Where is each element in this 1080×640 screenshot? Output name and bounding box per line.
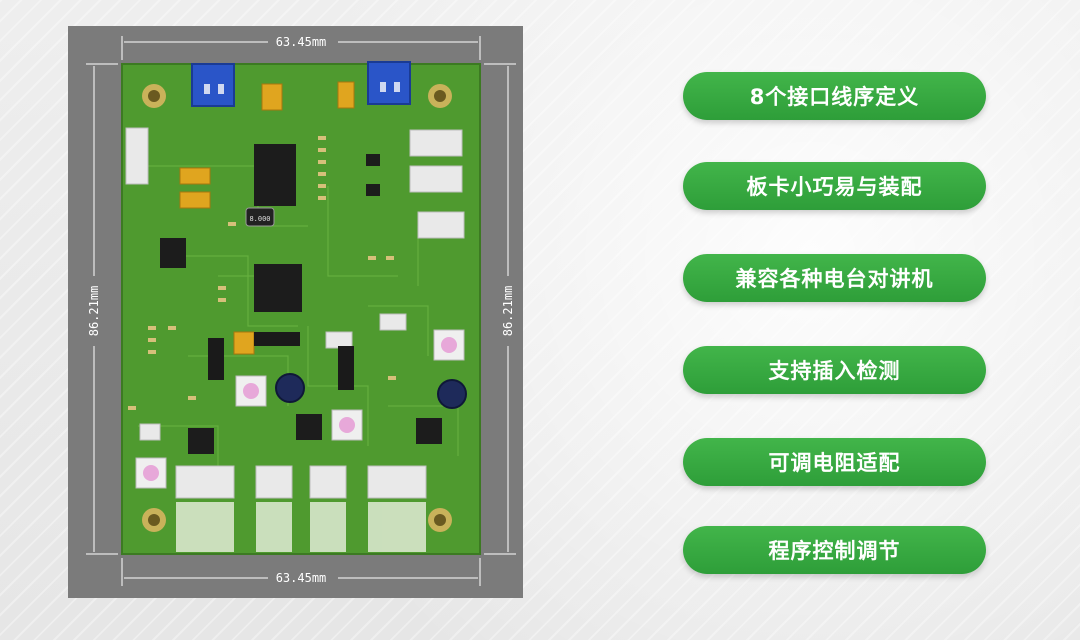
top-width-dimension: 63.45mm — [276, 35, 327, 49]
label-strips — [176, 502, 426, 552]
feature-label: 8个接口线序定义 — [749, 85, 920, 109]
pcb-drawing: 8.000 — [86, 35, 516, 586]
feature-pill-compact-board: 板卡小巧易与装配 — [683, 162, 986, 210]
white-connectors — [125, 127, 465, 499]
left-height-dimension: 86.21mm — [87, 286, 101, 337]
feature-pill-radio-compatible: 兼容各种电台对讲机 — [683, 254, 986, 302]
bottom-width-dimension: 63.45mm — [276, 571, 327, 585]
feature-label: 兼容各种电台对讲机 — [735, 267, 934, 291]
blue-connectors — [191, 61, 411, 107]
feature-pill-adjustable-resistor: 可调电阻适配 — [683, 438, 986, 486]
feature-label: 板卡小巧易与装配 — [746, 175, 923, 199]
crystal-label: 8.000 — [249, 215, 270, 223]
trim-pots — [135, 329, 465, 489]
feature-pill-insert-detection: 支持插入检测 — [683, 346, 986, 394]
electrolytic-caps — [275, 373, 467, 409]
ics — [160, 144, 442, 454]
pin-headers — [208, 332, 354, 390]
crystal — [245, 207, 275, 227]
smd-parts — [128, 136, 396, 410]
right-height-dimension: 86.21mm — [501, 286, 515, 337]
feature-label: 支持插入检测 — [768, 359, 901, 383]
feature-pill-interface-definition: 8个接口线序定义 — [683, 72, 986, 120]
feature-pill-program-control: 程序控制调节 — [683, 526, 986, 574]
feature-label: 可调电阻适配 — [768, 451, 901, 475]
yellow-capacitors — [179, 81, 355, 355]
board-frame: 8.000 — [68, 26, 523, 598]
feature-label: 程序控制调节 — [768, 539, 901, 563]
mounting-holes — [142, 84, 452, 532]
dimension-lines — [86, 36, 516, 586]
